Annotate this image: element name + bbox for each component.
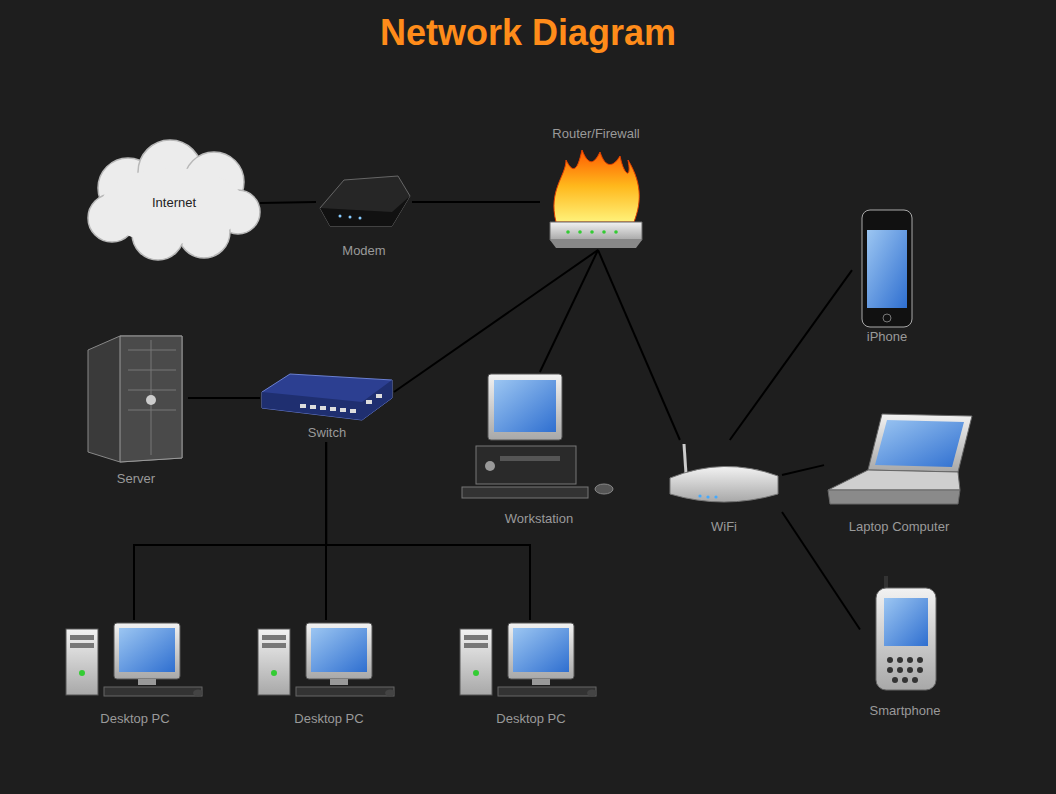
device-label: Switch (306, 425, 348, 442)
device-node: Modem (316, 170, 412, 260)
network-link (540, 250, 598, 372)
network-link (782, 512, 860, 630)
device-label: Desktop PC (98, 711, 171, 728)
device-node: iPhone (852, 208, 922, 346)
device-label: iPhone (865, 329, 909, 346)
device-node: WiFi (666, 440, 782, 536)
device-label: WiFi (709, 519, 739, 536)
network-link (730, 270, 852, 440)
device-label: Workstation (503, 511, 575, 528)
device-node: Workstation (460, 372, 618, 528)
device-label: Server (115, 471, 157, 488)
device-node: Desktop PC (258, 620, 400, 728)
network-link (260, 202, 316, 203)
device-label: Router/Firewall (550, 126, 641, 143)
network-link (394, 250, 598, 392)
device-label: Smartphone (868, 703, 943, 720)
device-node: Desktop PC (460, 620, 602, 728)
device-label: Desktop PC (292, 711, 365, 728)
network-link (412, 201, 540, 203)
network-link (326, 442, 530, 620)
device-label: Internet (150, 195, 198, 212)
network-link (134, 442, 326, 620)
diagram-title: Network Diagram (0, 12, 1056, 54)
network-link (598, 250, 680, 440)
device-label: Laptop Computer (847, 519, 951, 536)
device-node: Desktop PC (64, 620, 206, 728)
network-link (782, 465, 824, 475)
network-link (188, 397, 260, 399)
device-node: Router/Firewall (540, 126, 652, 250)
device-label: Desktop PC (494, 711, 567, 728)
device-node: Switch (260, 370, 394, 442)
device-node: Laptop Computer (824, 410, 974, 536)
device-node: Smartphone (860, 574, 950, 720)
device-node: Server (84, 334, 188, 488)
device-label: Modem (340, 243, 387, 260)
device-node: Internet (88, 150, 260, 256)
